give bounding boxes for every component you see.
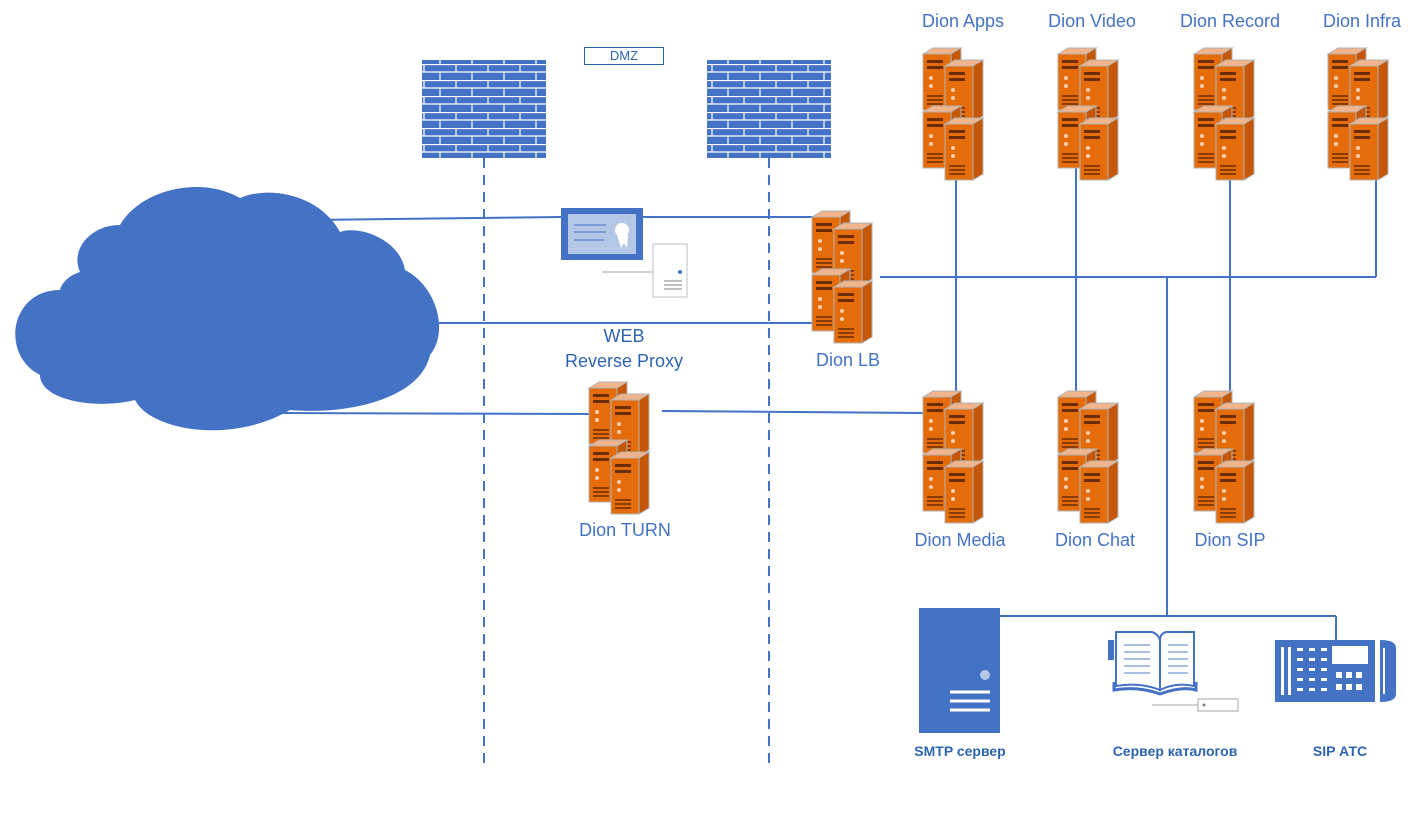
label-dion-turn: Dion TURN [579,520,671,540]
server-cluster-media-icon [923,391,983,523]
pbx-icon [1275,640,1396,702]
firewall-left-icon [422,60,546,158]
label-catalog-server: Сервер каталогов [1112,743,1238,759]
label-dion-record: Dion Record [1179,11,1281,31]
label-dion-media: Dion Media [914,530,1006,550]
server-cluster-video-icon [1058,48,1118,180]
label-proxy-line1: WEB [603,326,645,346]
label-dion-apps: Dion Apps [921,11,1005,31]
label-proxy-line2: Reverse Proxy [564,351,684,371]
server-cluster-lb-icon [812,211,872,343]
label-sip-pbx: SIP АТС [1312,743,1368,759]
server-cluster-apps-icon [923,48,983,180]
smtp-server-icon [919,608,1000,733]
internet-cloud-icon [15,186,440,431]
certificate-icon [561,208,643,260]
label-dion-infra: Dion Infra [1322,11,1402,31]
server-cluster-turn-icon [589,382,649,514]
proxy-server-icon [652,243,688,298]
label-smtp-server: SMTP сервер [914,743,1006,759]
server-cluster-record-icon [1194,48,1254,180]
label-dion-video: Dion Video [1048,11,1136,31]
dmz-label: DMZ [584,47,664,65]
label-dion-lb: Dion LB [815,350,881,370]
label-dion-sip: Dion SIP [1194,530,1266,550]
label-dion-chat: Dion Chat [1054,530,1136,550]
server-cluster-chat-icon [1058,391,1118,523]
server-cluster-sip-icon [1194,391,1254,523]
server-cluster-infra-icon [1328,48,1388,180]
connection-lines [279,160,1377,706]
firewall-right-icon [707,60,831,158]
directory-server-icon [1108,631,1239,712]
